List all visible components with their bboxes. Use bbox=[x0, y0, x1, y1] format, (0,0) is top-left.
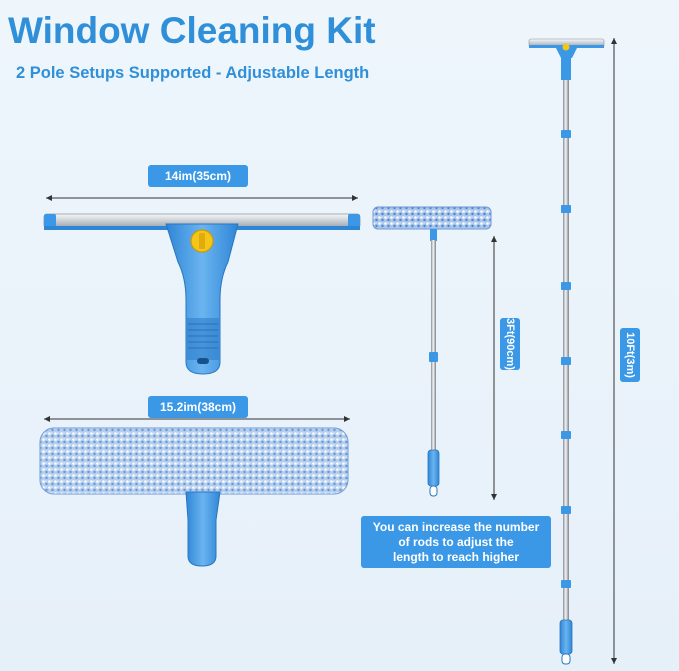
note-line-3: length to reach higher bbox=[392, 549, 519, 564]
squeegee-dimension-arrow bbox=[46, 195, 358, 201]
long-pole-length-text: 10Ft(3m) bbox=[624, 332, 636, 378]
long-pole-length-label: 10Ft(3m) bbox=[620, 328, 640, 382]
short-pole-length-label: 3Ft(90cm) bbox=[500, 318, 520, 370]
note-line-2: of rods to adjust the bbox=[398, 534, 514, 549]
long-pole bbox=[559, 80, 573, 665]
short-pole-length-text: 3Ft(90cm) bbox=[504, 318, 516, 370]
scrubber-width-label: 15.2im(38cm) bbox=[148, 396, 248, 418]
extension-note: You can increase the number of rods to a… bbox=[361, 516, 551, 568]
squeegee-handle bbox=[165, 223, 239, 375]
short-pole-dimension-arrow bbox=[491, 236, 497, 500]
squeegee-width-label: 14im(35cm) bbox=[148, 165, 248, 187]
short-pole-scrubber-head bbox=[372, 206, 492, 230]
scrubber-handle bbox=[185, 491, 221, 567]
page-title: Window Cleaning Kit bbox=[8, 10, 376, 51]
long-pole-squeegee-head bbox=[528, 38, 605, 80]
page-subtitle: 2 Pole Setups Supported - Adjustable Len… bbox=[16, 64, 370, 82]
scrubber-head bbox=[39, 427, 349, 495]
note-line-1: You can increase the number bbox=[372, 519, 540, 534]
short-pole bbox=[427, 229, 440, 497]
squeegee-knob-icon bbox=[190, 229, 214, 253]
scrubber-dimension-arrow bbox=[44, 416, 350, 422]
long-pole-dimension-arrow bbox=[611, 38, 617, 664]
